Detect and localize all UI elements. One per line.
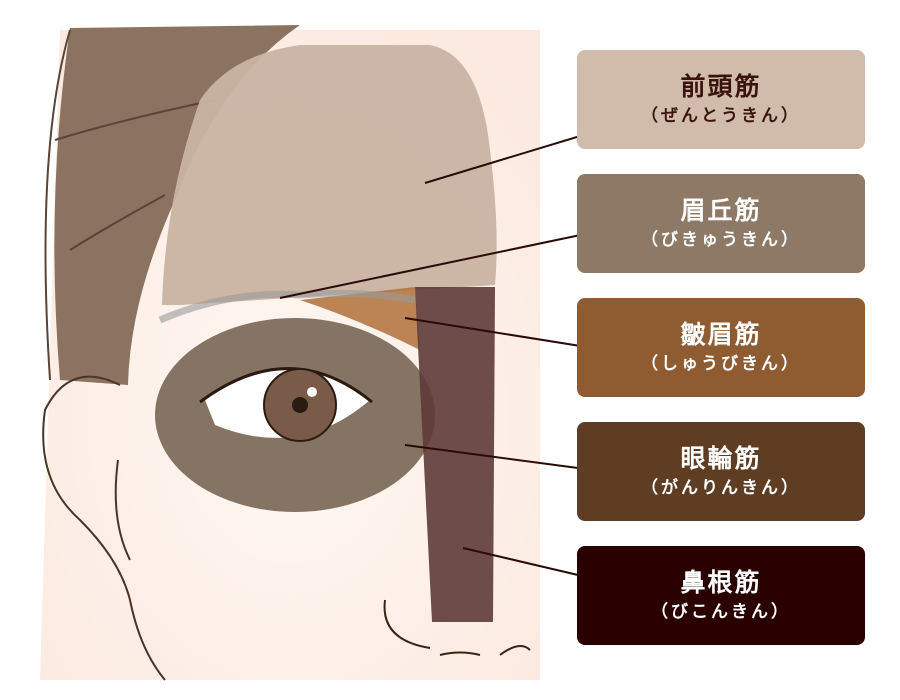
corrugator-muscle — [300, 287, 420, 350]
label-brow-muscle: 眉丘筋 （びきゅうきん） — [577, 174, 865, 273]
eye-highlight — [307, 387, 317, 397]
label-procerus: 鼻根筋 （びこんきん） — [577, 546, 865, 645]
leader-line-procerus-brow — [279, 232, 591, 299]
leader-line-orbicularis — [404, 444, 594, 471]
eyelid — [199, 367, 373, 404]
label-corrugator: 皺眉筋 （しゅうびきん） — [577, 298, 865, 397]
ear-inner — [114, 459, 131, 561]
label-orbicularis-oculi: 眼輪筋 （がんりんきん） — [577, 422, 865, 521]
pupil — [292, 397, 308, 413]
eyebrow — [158, 289, 416, 324]
hair-strand — [54, 99, 216, 141]
leader-line-procerus — [462, 547, 579, 576]
muscle-name: 前頭筋 — [680, 71, 762, 101]
hair — [54, 25, 300, 385]
muscle-reading: （ぜんとうきん） — [641, 105, 801, 126]
frontalis-muscle — [162, 45, 497, 305]
muscle-name: 眉丘筋 — [680, 195, 762, 225]
muscle-reading: （がんりんきん） — [641, 477, 801, 498]
nose — [383, 599, 531, 656]
leader-line-frontalis — [424, 129, 601, 184]
hair-strand — [69, 194, 166, 251]
procerus-muscle — [415, 287, 495, 622]
label-frontalis: 前頭筋 （ぜんとうきん） — [577, 50, 865, 149]
leader-line-corrugator — [404, 317, 594, 349]
muscle-name: 鼻根筋 — [680, 567, 762, 597]
hair-strand — [44, 29, 71, 381]
muscle-reading: （しゅうびきん） — [641, 353, 801, 374]
muscle-reading: （びこんきん） — [651, 601, 791, 622]
muscle-reading: （びきゅうきん） — [641, 229, 801, 250]
muscle-name: 眼輪筋 — [680, 443, 762, 473]
ear — [42, 375, 166, 681]
muscle-name: 皺眉筋 — [680, 319, 762, 349]
